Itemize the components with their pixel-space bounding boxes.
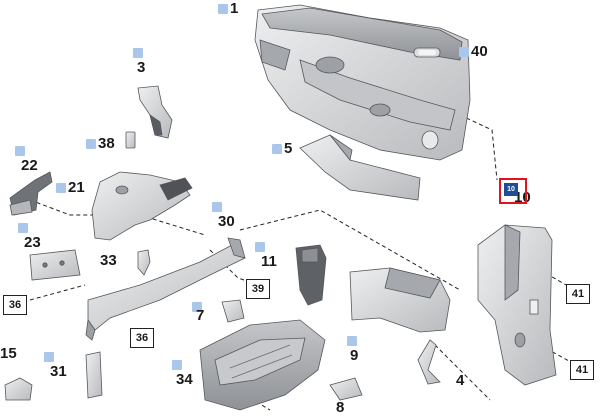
callout-40[interactable]: 40: [459, 44, 488, 59]
tag-icon: [272, 143, 282, 154]
dash-line-10: [459, 114, 498, 181]
part-5-rail: [299, 134, 421, 201]
part-10-a-pillar: [477, 224, 557, 386]
tag-icon: [255, 242, 265, 252]
callout-label: 7: [196, 307, 205, 324]
callout-label: 34: [176, 371, 193, 388]
dash-line-4: [429, 339, 491, 401]
tag-icon: [44, 352, 54, 362]
part-21-bracket-assembly: [91, 171, 193, 241]
highlight-label: 10: [504, 183, 518, 196]
tag-icon: [15, 146, 25, 156]
ref-box-36-left[interactable]: 36: [3, 295, 27, 315]
callout-label: 22: [21, 157, 38, 174]
tag-icon: [347, 336, 357, 346]
ref-box-41-top[interactable]: 41: [566, 284, 590, 304]
callout-label: 9: [350, 347, 359, 364]
callout-label: 30: [218, 213, 235, 230]
part-1-cowl-panel: [254, 4, 471, 161]
tag-icon: [172, 360, 182, 370]
part-11-bracket: [295, 244, 327, 306]
ref-box-41-bottom[interactable]: 41: [570, 360, 594, 380]
part-8-bracket: [329, 377, 363, 401]
callout-8[interactable]: 8: [336, 400, 344, 415]
tag-icon: [86, 138, 96, 149]
tag-icon: [18, 223, 28, 233]
part-22-bracket: [9, 171, 53, 216]
callout-label: 4: [456, 372, 465, 389]
callout-7[interactable]: 7: [192, 302, 204, 323]
part-33-clip: [137, 249, 151, 276]
tag-icon: [459, 46, 469, 57]
dash-line-36a: [29, 284, 86, 301]
part-7-bracket: [221, 299, 245, 323]
part-9-panel: [349, 267, 451, 333]
tag-icon: [192, 302, 202, 312]
part-30-beam: [85, 237, 246, 341]
callout-label: 33: [100, 252, 117, 269]
callout-label: 15: [0, 345, 17, 362]
callout-label: 23: [24, 234, 41, 251]
callout-label: 21: [68, 179, 85, 196]
part-23-plate: [29, 249, 81, 281]
callout-1[interactable]: 1: [218, 1, 238, 16]
part-40-grommet: [413, 47, 441, 58]
tag-icon: [218, 3, 228, 14]
tag-icon: [133, 48, 143, 58]
tag-icon: [56, 182, 66, 193]
part-4-bracket: [417, 339, 441, 385]
callout-9[interactable]: 9: [347, 336, 358, 363]
callout-label: 1: [230, 0, 239, 17]
callout-38[interactable]: 38: [86, 136, 115, 151]
callout-33[interactable]: 33: [100, 253, 117, 268]
callout-label: 3: [137, 59, 146, 76]
callout-21[interactable]: 21: [56, 180, 85, 195]
callout-5[interactable]: 5: [272, 141, 292, 156]
selected-part-highlight[interactable]: 10: [499, 178, 527, 204]
callout-34[interactable]: 34: [172, 360, 193, 387]
ref-box-39[interactable]: 39: [246, 279, 270, 299]
tag-icon: [212, 202, 222, 212]
part-34-frame-rail: [199, 319, 326, 411]
callout-23[interactable]: 23: [18, 223, 41, 250]
callout-22[interactable]: 22: [15, 146, 38, 173]
callout-label: 8: [336, 399, 345, 416]
part-15-bracket: [4, 377, 33, 401]
part-38-clip: [125, 131, 136, 149]
part-3-bracket: [137, 85, 173, 139]
callout-label: 40: [471, 43, 488, 60]
callout-3[interactable]: 3: [133, 48, 145, 75]
dash-line-30: [239, 209, 461, 291]
part-31-post: [85, 351, 103, 399]
callout-label: 11: [261, 253, 277, 270]
callout-11[interactable]: 11: [255, 242, 277, 269]
callout-label: 31: [50, 363, 67, 380]
callout-label: 5: [284, 140, 293, 157]
callout-4[interactable]: 4: [456, 373, 464, 388]
ref-box-36-bottom[interactable]: 36: [130, 328, 154, 348]
callout-30[interactable]: 30: [212, 202, 235, 229]
callout-15[interactable]: 15: [0, 346, 17, 361]
callout-label: 38: [98, 135, 115, 152]
callout-31[interactable]: 31: [44, 352, 67, 379]
